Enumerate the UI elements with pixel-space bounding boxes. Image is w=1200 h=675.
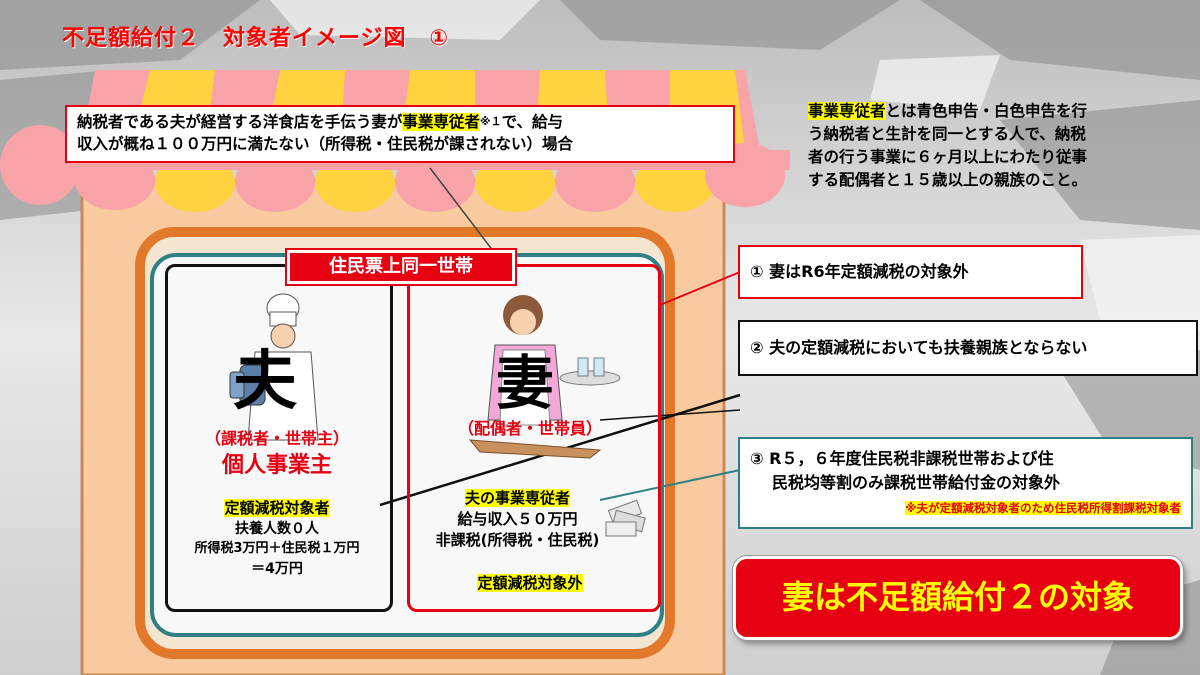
husband-total: ＝4万円 (251, 561, 303, 577)
callout-1: ① 妻はR6年定額減税の対象外 (738, 245, 1083, 299)
wife-details: 夫の事業専従者 給与収入５０万円 非課税(所得税・住民税) (410, 488, 625, 551)
highlight-jigyo-senjusha: 事業専従者 (402, 113, 480, 131)
husband-details: 定額減税対象者 扶養人数０人 所得税3万円＋住民税１万円 ＝4万円 (168, 498, 386, 579)
waitress-figure (468, 295, 621, 459)
husband-panel (165, 264, 393, 612)
wife-status: 夫の事業専従者 (464, 489, 570, 507)
definition-term: 事業専従者 (808, 102, 886, 120)
wife-exclusion: 定額減税対象外 (477, 574, 583, 592)
husband-status: 定額減税対象者 (224, 499, 330, 517)
husband-role: （課税者・世帯主） (204, 429, 349, 448)
case-description-line1: 納税者である夫が経営する洋食店を手伝う妻が事業専従者※１で、給与 (77, 113, 563, 131)
conclusion-banner: 妻は不足額給付２の対象 (732, 555, 1184, 641)
page-title: 不足額給付２ 対象者イメージ図 ① (62, 26, 450, 51)
footnote-marker: ※１ (479, 115, 502, 128)
household-label: 住民票上同一世帯 (285, 248, 517, 286)
callout-3: ③ R５，６年度住民税非課税世帯および住 民税均等割のみ課税世帯給付金の対象外 … (738, 437, 1193, 529)
case-description-box: 納税者である夫が経営する洋食店を手伝う妻が事業専従者※１で、給与 収入が概ね１０… (65, 105, 735, 163)
husband-dependents: 扶養人数０人 (235, 521, 319, 537)
callout-3-line1: ③ R５，６年度住民税非課税世帯および住 (750, 449, 1054, 468)
wife-tax: 非課税(所得税・住民税) (435, 531, 600, 549)
wife-role: （配偶者・世帯員） (457, 419, 602, 438)
callout-3-line2: 民税均等割のみ課税世帯給付金の対象外 (772, 473, 1061, 492)
husband-kanji: 夫 (233, 345, 297, 419)
definition-text: 事業専従者とは青色申告・白色申告を行 う納税者と生計を同一とする人で、納税 者の… (808, 102, 1088, 189)
wife-kanji: 妻 (495, 349, 554, 417)
callout-2: ② 夫の定額減税においても扶養親族とならない (738, 320, 1198, 376)
money-icon (605, 499, 646, 537)
chef-figure (229, 293, 319, 441)
callout-3-note: ※夫が定額減税対象者のため住民税所得割課税対象者 (905, 501, 1181, 515)
wife-income: 給与収入５０万円 (457, 510, 578, 528)
case-description-line2: 収入が概ね１００万円に満たない（所得税・住民税が課されない）場合 (77, 135, 574, 153)
husband-business-type: 個人事業主 (221, 453, 332, 478)
husband-tax: 所得税3万円＋住民税１万円 (194, 541, 360, 556)
wife-panel (407, 264, 661, 612)
